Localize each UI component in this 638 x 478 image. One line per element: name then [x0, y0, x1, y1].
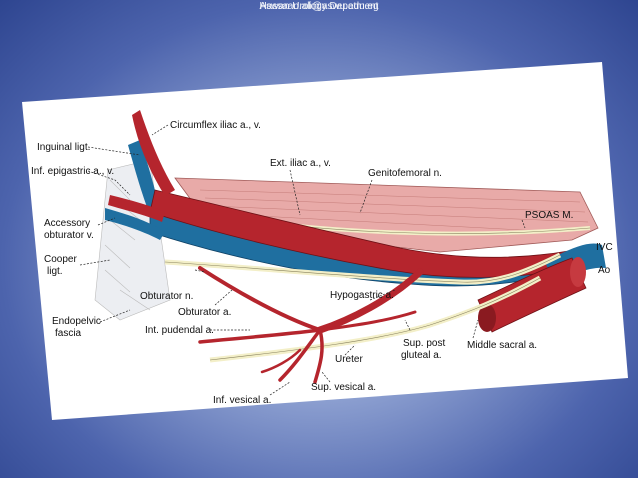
label-ao: Ao	[598, 265, 611, 276]
psoas-striations	[199, 189, 589, 233]
label-sup-post-gluteal-2: gluteal a.	[401, 350, 442, 361]
label-hypogastric: Hypogastric a.	[330, 290, 394, 301]
aorta-lumen	[478, 304, 496, 332]
footer-department: Aswan Urology Depatment	[259, 1, 379, 12]
label-ivc: IVC	[596, 242, 613, 253]
label-inf-vesical: Inf. vesical a.	[213, 395, 271, 406]
label-circumflex-iliac: Circumflex iliac a., v.	[170, 120, 261, 131]
label-accessory-2: obturator v.	[44, 230, 94, 241]
label-sup-vesical: Sup. vesical a.	[311, 382, 376, 393]
footer-email: Hassaan.ali@aswu.edu.eg	[259, 1, 379, 12]
label-inguinal-ligt: Inguinal ligt.	[37, 142, 90, 153]
label-ureter: Ureter	[335, 354, 363, 365]
label-cooper-1: Cooper	[44, 254, 77, 265]
label-int-pudendal: Int. pudendal a.	[145, 325, 214, 336]
aorta-top	[570, 257, 586, 287]
epigastric-artery	[108, 195, 165, 222]
label-psoas: PSOAS M.	[525, 210, 573, 221]
label-middle-sacral: Middle sacral a.	[467, 340, 537, 351]
label-endopelvic-1: Endopelvic	[52, 316, 101, 327]
label-cooper-2: ligt.	[47, 266, 63, 277]
epigastric-vein	[128, 140, 160, 215]
label-genitofemoral: Genitofemoral n.	[368, 168, 442, 179]
label-obturator-a: Obturator a.	[178, 307, 231, 318]
label-accessory-1: Accessory	[44, 218, 90, 229]
leader-lines	[79, 124, 526, 396]
label-obturator-n: Obturator n.	[140, 291, 193, 302]
label-ext-iliac: Ext. iliac a., v.	[270, 158, 331, 169]
label-inf-epigastric: Inf. epigastric a., v.	[31, 166, 114, 177]
hypogastric-branches	[198, 266, 424, 384]
aorta-vessel	[477, 257, 587, 333]
accessory-obturator-vein	[105, 208, 165, 240]
label-sup-post-gluteal-1: Sup. post	[403, 338, 445, 349]
label-endopelvic-2: fascia	[55, 328, 82, 339]
circumflex-artery	[132, 110, 175, 196]
